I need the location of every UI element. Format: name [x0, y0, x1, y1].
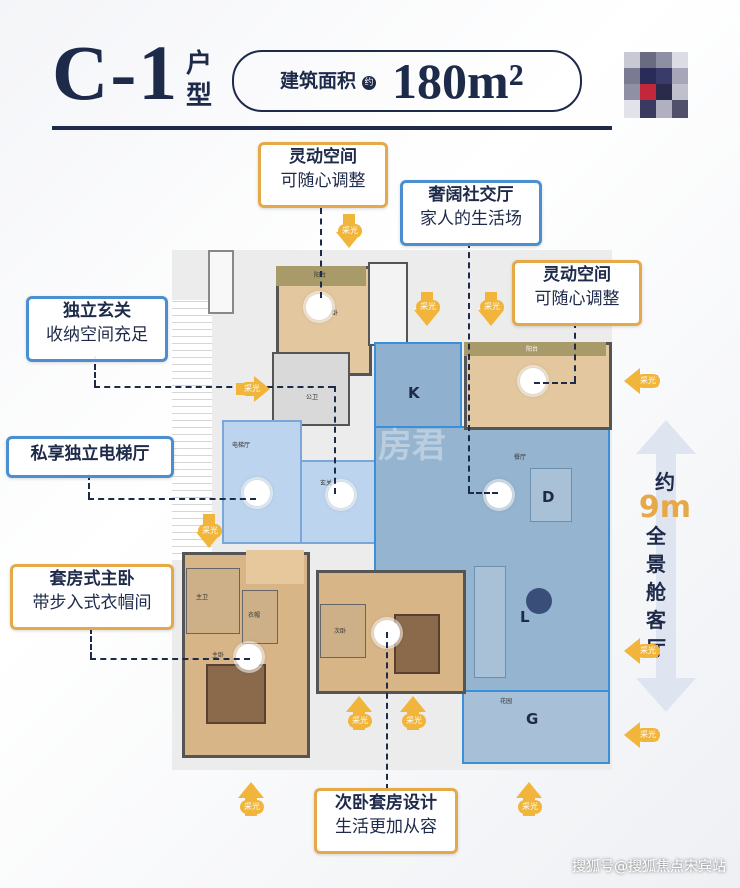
- marker-dot: [520, 368, 546, 394]
- connector-line: [320, 208, 322, 298]
- connector-line: [386, 632, 388, 790]
- unit-type-code: C-1: [52, 29, 180, 116]
- room-master-closet: [242, 590, 278, 644]
- room-second-bath: [320, 604, 366, 658]
- light-tag: 采光: [518, 800, 542, 814]
- callout-foyer: 独立玄关 收纳空间充足: [26, 296, 168, 362]
- connector-line: [468, 242, 470, 492]
- light-tag: 采光: [240, 382, 264, 396]
- span-value: 9m: [638, 490, 692, 525]
- label-second: 次卧: [334, 628, 347, 635]
- master-bed: [206, 664, 266, 724]
- connector-line: [534, 382, 576, 384]
- callout-second-suite: 次卧套房设计 生活更加从容: [314, 788, 458, 854]
- pixelated-logo-icon: [624, 52, 688, 118]
- second-bed: [394, 614, 440, 674]
- label-room-top: 卧: [332, 310, 339, 317]
- callout-title: 私享独立电梯厅: [30, 444, 150, 464]
- connector-line: [90, 628, 92, 658]
- label-room-d: D: [542, 488, 555, 506]
- label-room-k: K: [408, 384, 420, 402]
- light-tag: 采光: [636, 374, 660, 388]
- callout-flex-space-top: 灵动空间 可随心调整: [258, 142, 388, 208]
- connector-line: [94, 356, 96, 386]
- label-garden: 花园: [500, 698, 513, 705]
- room-right-balcony-strip: [464, 342, 606, 356]
- callout-subtitle: 带步入式衣帽间: [32, 593, 152, 613]
- sofa: [474, 566, 506, 678]
- label-room-l: L: [520, 608, 530, 626]
- marker-dot: [328, 482, 354, 508]
- callout-subtitle: 可随心调整: [280, 171, 366, 191]
- light-tag: 采光: [636, 728, 660, 742]
- room-kitchen: [374, 342, 462, 432]
- connector-line: [94, 386, 334, 388]
- span-double-arrow-icon: [636, 420, 696, 712]
- rug: [526, 588, 552, 614]
- callout-title: 次卧套房设计: [335, 793, 437, 813]
- callout-elevator-hall: 私享独立电梯厅: [6, 436, 174, 478]
- label-elevator-hall: 电梯厅: [232, 442, 251, 449]
- span-approx: 约: [655, 470, 675, 494]
- light-tag: 采光: [636, 644, 660, 658]
- callout-title: 奢阔社交厅: [428, 185, 514, 205]
- shaft: [208, 250, 234, 314]
- room-foyer: [300, 460, 376, 544]
- callout-master-suite: 套房式主卧 带步入式衣帽间: [10, 564, 174, 630]
- callout-title: 灵动空间: [543, 265, 611, 285]
- header-divider: [52, 126, 612, 130]
- label-wc: 公卫: [306, 394, 319, 401]
- label-closet: 衣帽: [248, 612, 261, 619]
- callout-social-hall: 奢阔社交厅 家人的生活场: [400, 180, 542, 246]
- label-balcony-right: 阳台: [526, 346, 539, 353]
- faded-watermark: 房君: [378, 426, 446, 466]
- callout-title: 独立玄关: [63, 301, 131, 321]
- connector-line: [468, 492, 498, 494]
- callout-subtitle: 生活更加从容: [335, 817, 437, 837]
- marker-dot: [306, 294, 332, 320]
- callout-title: 套房式主卧: [49, 569, 135, 589]
- connector-line: [88, 474, 90, 498]
- light-tag: 采光: [338, 224, 362, 238]
- light-tag: 采光: [480, 300, 504, 314]
- room-master-ext: [246, 550, 304, 584]
- connector-line: [574, 322, 576, 382]
- light-tag: 采光: [416, 300, 440, 314]
- dining-table: [530, 468, 572, 522]
- connector-line: [88, 498, 256, 500]
- source-watermark: 搜狐号@搜狐焦点宋宾站: [572, 859, 726, 875]
- light-tag: 采光: [348, 714, 372, 728]
- area-approx-badge: 约: [362, 76, 376, 90]
- light-tag: 采光: [402, 714, 426, 728]
- unit-type-suffix: 户型: [186, 49, 213, 111]
- label-room-g: G: [526, 710, 539, 728]
- light-tag: 采光: [198, 524, 222, 538]
- marker-dot: [486, 482, 512, 508]
- callout-flex-space-right: 灵动空间 可随心调整: [512, 260, 642, 326]
- label-dining: 餐厅: [514, 454, 527, 461]
- label-master: 主卧: [212, 652, 225, 659]
- room-master-bath: [186, 568, 240, 634]
- light-tag: 采光: [240, 800, 264, 814]
- room-public-wc: [272, 352, 350, 426]
- label-master-bath: 主卫: [196, 594, 209, 601]
- connector-line: [334, 386, 336, 494]
- area-value: 180m²: [392, 53, 524, 109]
- callout-subtitle: 可随心调整: [534, 289, 620, 309]
- connector-line: [90, 658, 250, 660]
- callout-subtitle: 家人的生活场: [420, 209, 522, 229]
- area-pill: [232, 50, 582, 112]
- area-label: 建筑面积: [280, 70, 357, 92]
- callout-title: 灵动空间: [289, 147, 357, 167]
- label-foyer: 玄关: [320, 480, 333, 487]
- room-garden: [462, 690, 610, 764]
- marker-dot: [244, 480, 270, 506]
- room-closet-top: [368, 262, 408, 346]
- marker-dot: [236, 644, 262, 670]
- callout-subtitle: 收纳空间充足: [46, 325, 148, 345]
